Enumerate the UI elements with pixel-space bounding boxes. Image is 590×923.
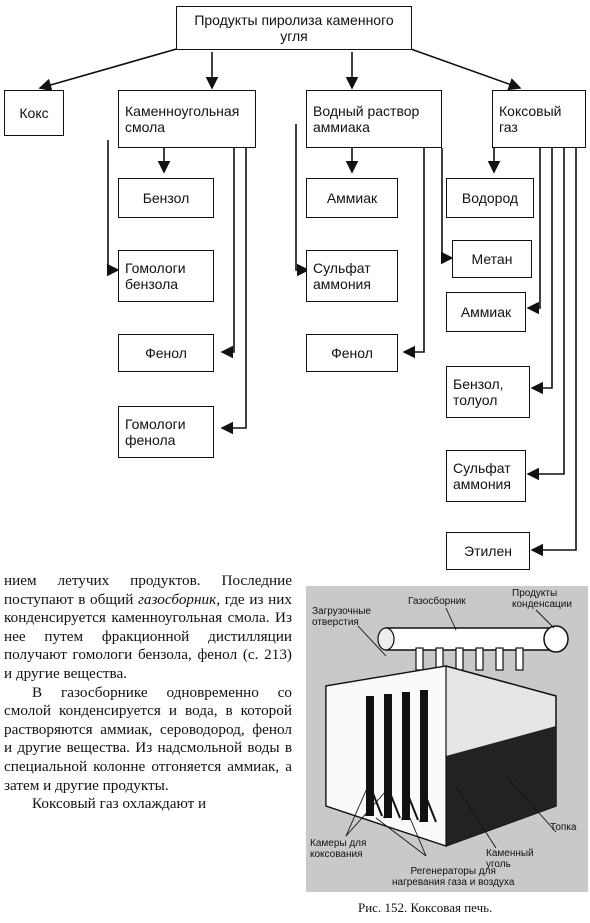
- tar-product-phenol: Фенол: [118, 334, 214, 372]
- body-text: нием летучих продуктов. Последние поступ…: [4, 572, 292, 814]
- gas-product-hydrogen: Водород: [446, 178, 534, 218]
- label-coal: Каменный уголь: [486, 848, 534, 870]
- flow-diagram-arrows: [38, 47, 577, 557]
- gas-product-ethylene: Этилен: [446, 532, 530, 570]
- water-product-ammonium-sulfate: Сульфат аммония: [306, 250, 398, 302]
- label-loading-holes: Загрузочные отверстия: [312, 606, 371, 628]
- figure-caption: Рис. 152. Коксовая печь.: [358, 900, 493, 915]
- water-product-phenol: Фенол: [306, 334, 398, 372]
- ammonia-water-box: Водный раствор аммиака: [306, 90, 442, 148]
- tar-product-benzene-homologs: Гомологи бензола: [118, 250, 214, 302]
- gas-collector-pipe: [377, 625, 569, 653]
- coke-oven-figure: Газосборник Продукты конденсации Загрузо…: [306, 586, 588, 892]
- label-coking-chambers: Камеры для коксования: [310, 838, 367, 860]
- tar-box: Каменноугольная смола: [118, 90, 256, 148]
- label-regenerators: Регенераторы для нагревания газа и возду…: [392, 866, 515, 888]
- coke-gas-box: Коксовый газ: [492, 90, 586, 148]
- gas-product-benzene-toluene: Бензол, толуол: [446, 366, 530, 418]
- paragraph-1-start: нием летучих продуктов. Последние поступ…: [4, 572, 292, 608]
- gas-product-methane: Метан: [452, 240, 532, 278]
- paragraph-1-end: , где из них конденсируется каменноуголь…: [4, 590, 292, 682]
- gas-product-ammonium-sulfate: Сульфат аммония: [446, 450, 526, 502]
- term-gas-collector: газосборник: [138, 590, 217, 608]
- paragraph-1: нием летучих продуктов. Последние поступ…: [4, 572, 292, 684]
- root-box: Продукты пиролиза каменного угля: [176, 6, 412, 50]
- paragraph-2: В газосборнике одновременно со смолой ко…: [4, 683, 292, 794]
- paragraph-3: Коксовый газ охлаждают и: [32, 795, 207, 813]
- gas-product-ammonia: Аммиак: [446, 292, 526, 332]
- coke-box: Кокс: [4, 90, 64, 136]
- label-firebox: Топка: [550, 822, 577, 833]
- oven-block: [325, 665, 557, 847]
- coke-oven-drawing: [325, 607, 569, 857]
- tar-product-phenol-homologs: Гомологи фенола: [118, 406, 214, 458]
- label-gas-collector: Газосборник: [408, 596, 466, 607]
- tar-product-benzene: Бензол: [118, 178, 214, 218]
- label-condensation-products: Продукты конденсации: [512, 588, 572, 610]
- water-product-ammonia: Аммиак: [306, 178, 398, 218]
